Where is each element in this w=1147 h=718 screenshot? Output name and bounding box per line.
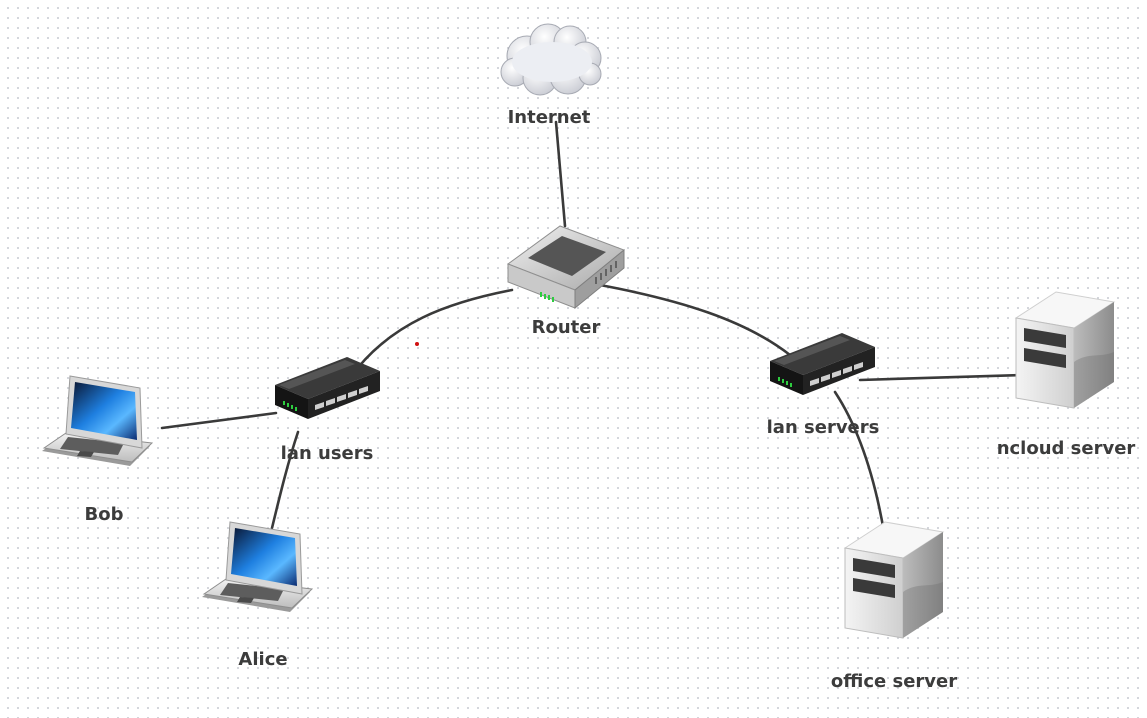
node-router[interactable]: Router bbox=[506, 225, 625, 338]
laptop-icon bbox=[41, 375, 153, 467]
node-office-server[interactable]: office server bbox=[831, 521, 957, 692]
node-label-router: Router bbox=[532, 317, 601, 338]
link-internet-router bbox=[554, 120, 567, 228]
node-label-ncloud-server: ncloud server bbox=[997, 438, 1136, 459]
node-bob[interactable]: Bob bbox=[41, 375, 153, 525]
node-lan-servers[interactable]: lan servers bbox=[767, 333, 880, 438]
link-lan-servers-office bbox=[833, 390, 886, 534]
server-icon bbox=[1015, 291, 1115, 409]
node-internet[interactable]: Internet bbox=[500, 23, 602, 128]
node-alice[interactable]: Alice bbox=[201, 521, 313, 670]
link-router-lan-servers bbox=[598, 283, 792, 357]
switch-icon bbox=[770, 333, 875, 395]
node-label-internet: Internet bbox=[508, 107, 591, 128]
node-label-bob: Bob bbox=[85, 504, 124, 525]
cursor-dot bbox=[415, 342, 419, 346]
node-ncloud-server[interactable]: ncloud server bbox=[997, 291, 1136, 459]
switch-icon bbox=[275, 357, 380, 419]
link-lan-servers-ncloud bbox=[858, 373, 1024, 382]
link-lan-users-bob bbox=[160, 411, 278, 430]
laptop-icon bbox=[201, 521, 313, 613]
node-label-alice: Alice bbox=[238, 649, 287, 670]
link-lan-users-alice bbox=[270, 430, 300, 530]
node-label-lan-servers: lan servers bbox=[767, 417, 880, 438]
node-label-office-server: office server bbox=[831, 671, 957, 692]
server-icon bbox=[844, 521, 944, 639]
links bbox=[160, 120, 1024, 534]
router-icon bbox=[506, 225, 625, 310]
node-lan-users[interactable]: lan users bbox=[275, 357, 380, 464]
cloud-icon bbox=[500, 23, 602, 96]
node-label-lan-users: lan users bbox=[281, 443, 374, 464]
link-router-lan-users bbox=[348, 288, 514, 380]
